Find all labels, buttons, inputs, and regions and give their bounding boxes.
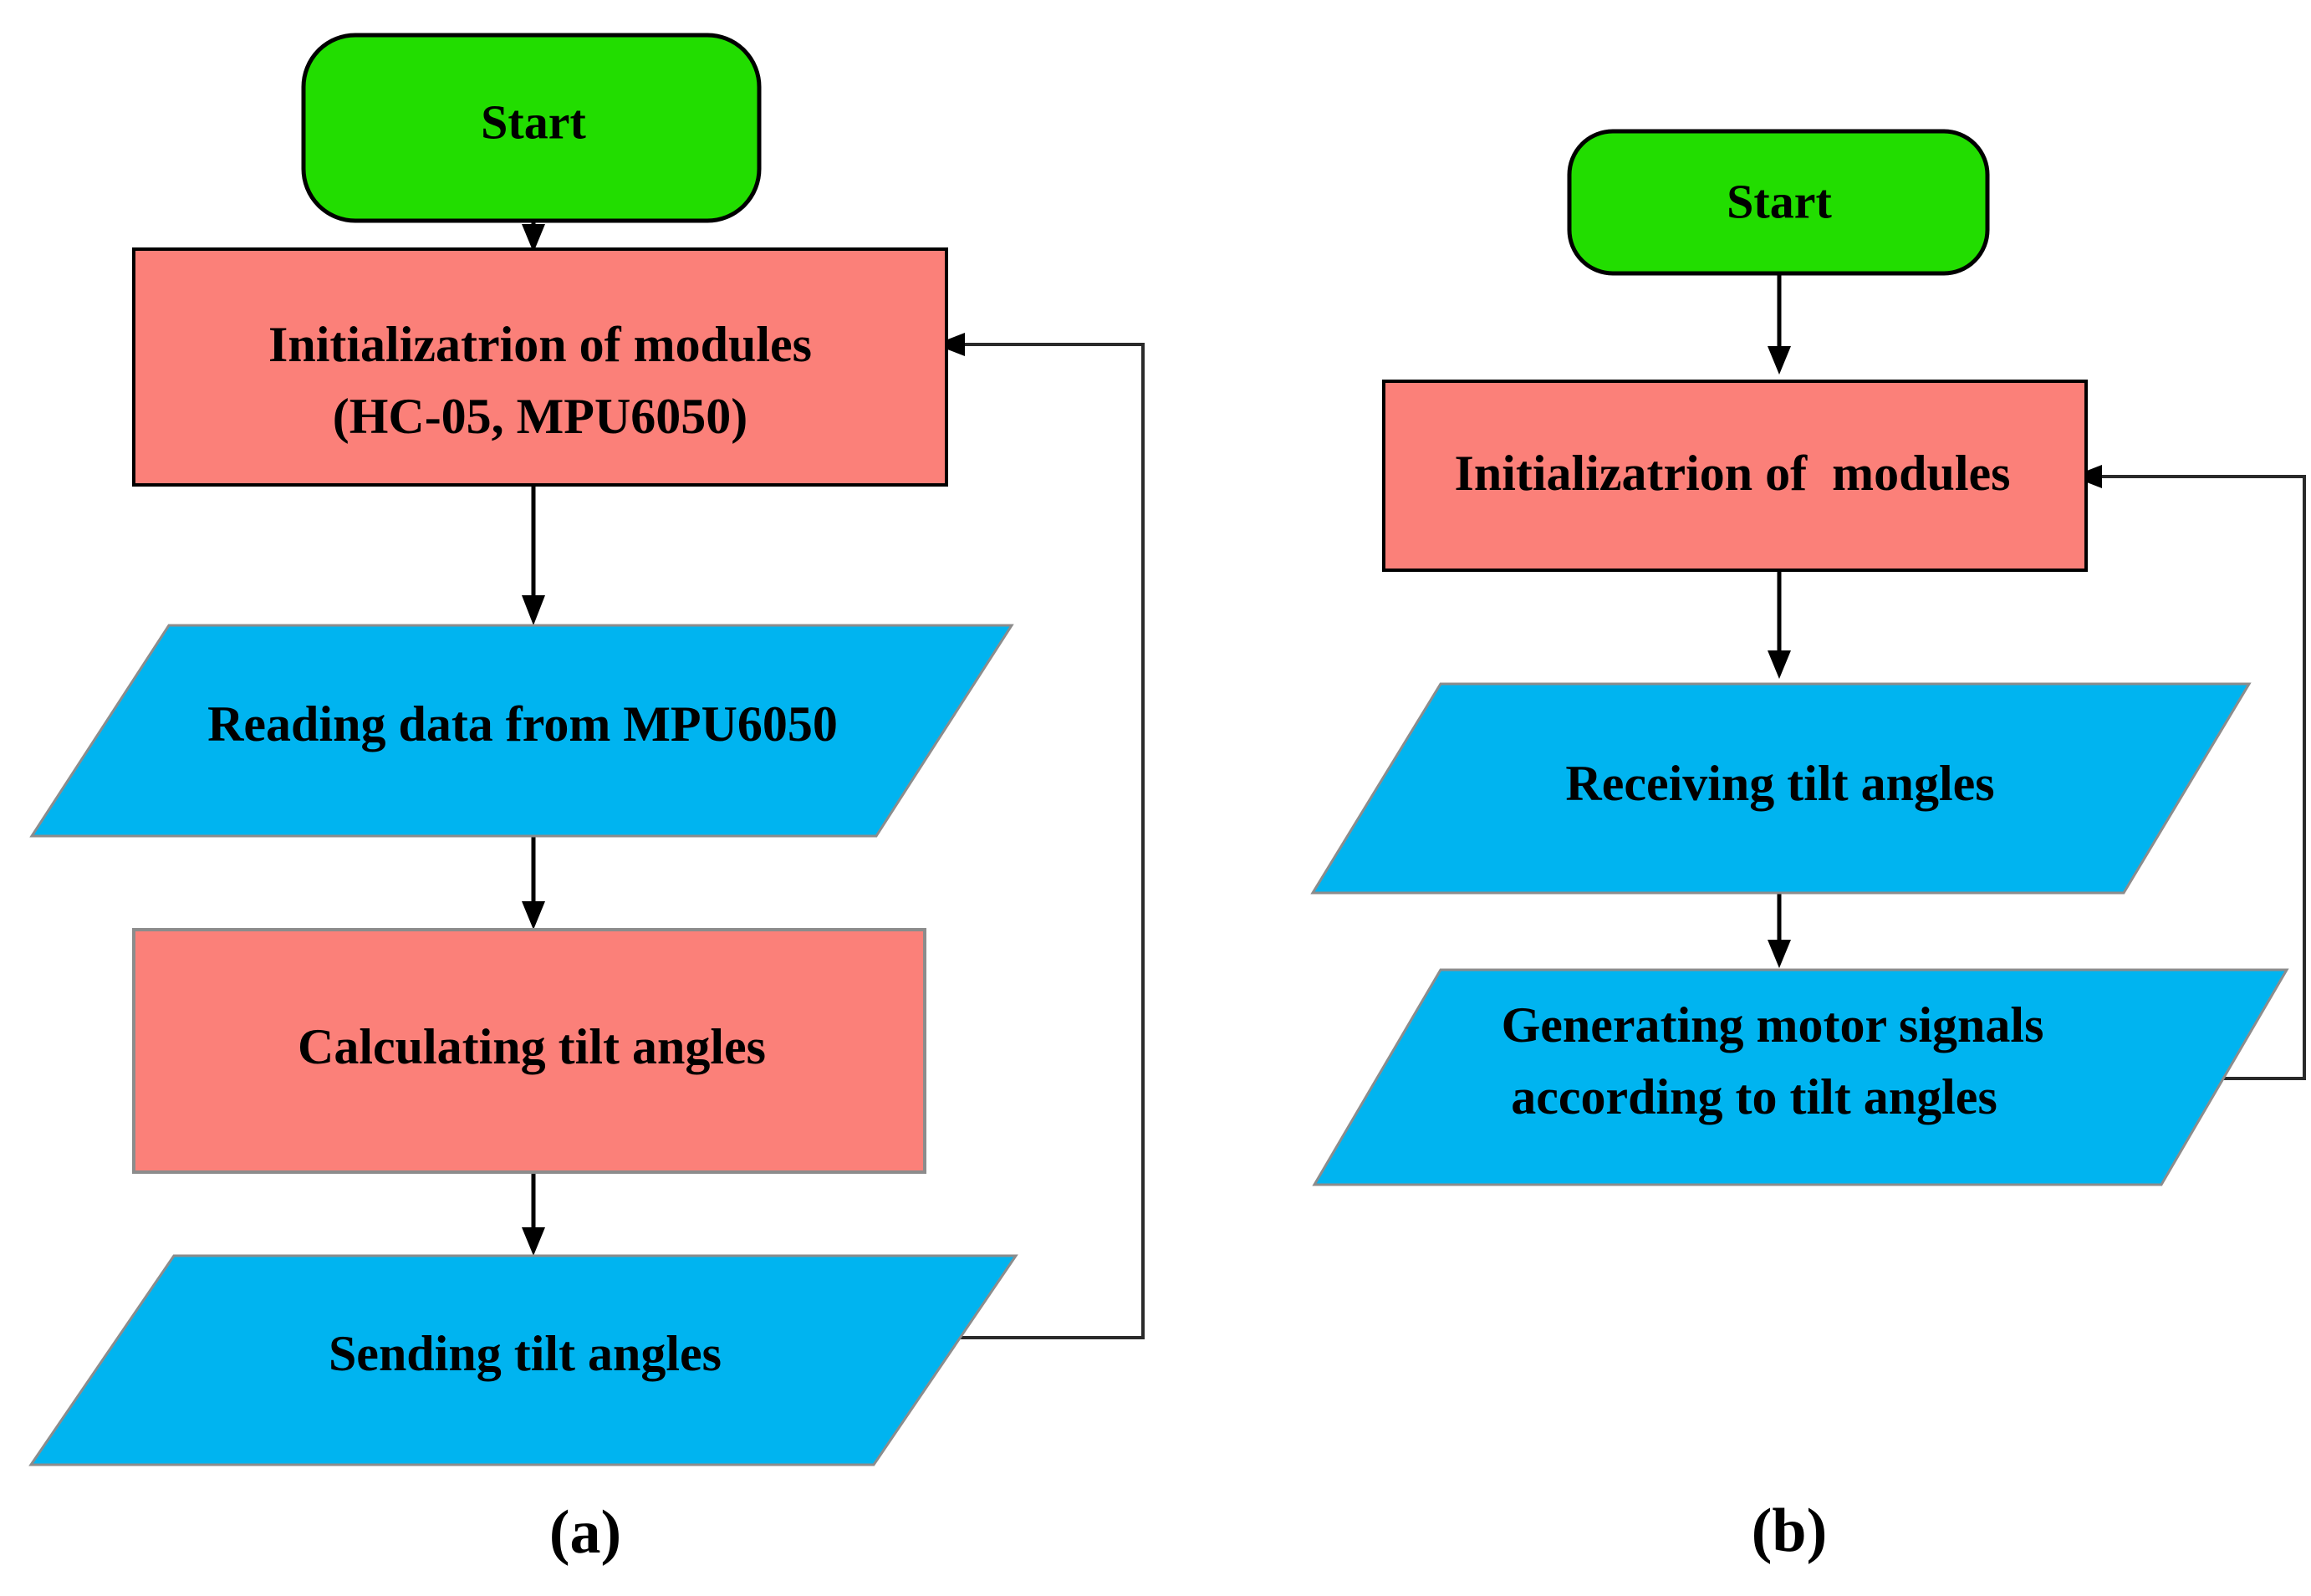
node-b-gen-label-line1: Generating motor signals xyxy=(1502,997,2044,1053)
edge-a-init-to-read xyxy=(522,485,545,625)
node-b-init[interactable]: Initializatrion of modules xyxy=(1382,380,2088,572)
node-b-start[interactable]: Start xyxy=(1567,129,1990,276)
node-a-send[interactable]: Sending tilt angles xyxy=(28,1254,1018,1466)
node-b-init-label: Initializatrion of modules xyxy=(1454,446,2010,501)
node-a-start-label: Start xyxy=(481,94,586,149)
node-a-calc-label: Calculating tilt angles xyxy=(298,1019,766,1074)
node-a-start[interactable]: Start xyxy=(301,33,762,223)
edge-b-start-to-init xyxy=(1768,272,1791,375)
node-a-calc[interactable]: Calculating tilt angles xyxy=(132,928,926,1174)
edge-a-read-to-calc xyxy=(522,836,545,930)
edge-b-recv-to-gen xyxy=(1768,893,1791,968)
edge-a-feedback-loop xyxy=(928,333,1145,1339)
node-b-recv-label: Receiving tilt angles xyxy=(1565,756,1994,811)
panel-a-caption: (a) xyxy=(549,1498,621,1567)
node-a-init-label-line1: Initializatrion of modules xyxy=(268,317,812,372)
panel-b-caption: (b) xyxy=(1752,1497,1827,1565)
node-b-gen-label-line2: according to tilt angles xyxy=(1511,1069,1997,1124)
node-b-recv[interactable]: Receiving tilt angles xyxy=(1310,682,2252,895)
node-b-start-label: Start xyxy=(1727,174,1832,228)
node-b-gen[interactable]: Generating motor signals according to ti… xyxy=(1312,968,2289,1186)
node-a-init-label-line2: (HC-05, MPU6050) xyxy=(333,389,748,444)
node-a-read-label: Reading data from MPU6050 xyxy=(207,696,838,752)
edge-a-calc-to-send xyxy=(522,1170,545,1256)
edge-b-init-to-recv xyxy=(1768,569,1791,679)
node-a-send-label: Sending tilt angles xyxy=(329,1326,722,1381)
node-a-read[interactable]: Reading data from MPU6050 xyxy=(29,624,1014,838)
node-a-init[interactable]: Initializatrion of modules (HC-05, MPU60… xyxy=(132,247,948,487)
